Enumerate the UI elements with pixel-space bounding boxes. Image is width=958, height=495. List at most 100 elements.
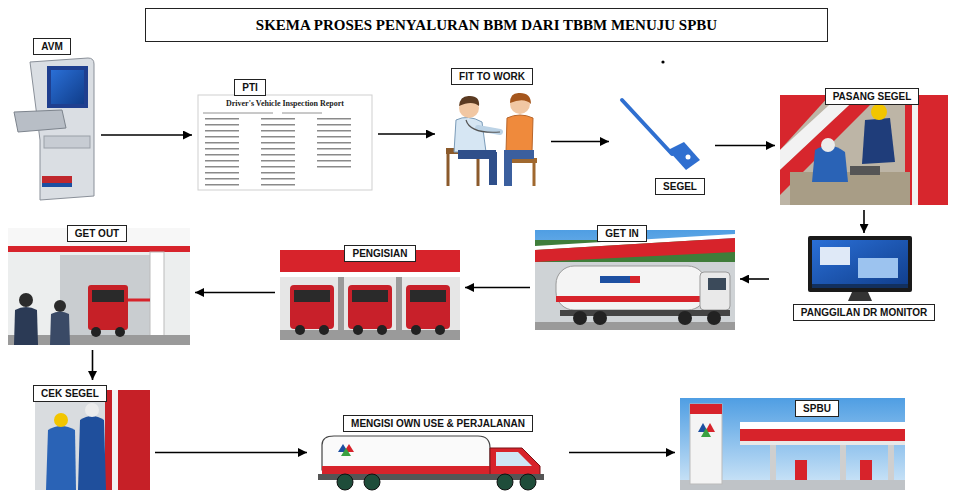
flow-arrow [101, 134, 192, 136]
fit-to-work-figure-part [466, 120, 500, 132]
monitor-part [812, 240, 908, 288]
monitor [808, 236, 912, 301]
avm-kiosk [14, 58, 94, 200]
step-label: PANGGILAN DR MONITOR [801, 306, 927, 319]
gas-station-photo [680, 398, 905, 490]
get-out-photo-part [88, 285, 128, 330]
flow-arrow [465, 287, 530, 289]
tank-truck-part [322, 466, 490, 474]
get-in-photo-part [708, 278, 726, 290]
monitor-part [858, 258, 898, 278]
step-label: PASANG SEGEL [833, 90, 912, 103]
step-label-box: GET IN [597, 225, 646, 242]
get-in-photo-part [630, 276, 640, 283]
fit-to-work-figure-part [459, 96, 479, 106]
get-in-photo-part [600, 276, 630, 283]
step-label-box: PASANG SEGEL [825, 88, 920, 105]
step-label: AVM [41, 40, 62, 53]
get-in-photo-part [573, 311, 587, 325]
seal-install-photo-part [905, 95, 948, 205]
filling-shed-photo-part [280, 250, 460, 340]
gas-station-photo-part [795, 460, 807, 480]
seal-check-photo-part [112, 390, 118, 490]
filling-shed-photo [280, 250, 460, 340]
gas-station-photo-part [740, 429, 905, 441]
tank-truck-part [364, 474, 380, 490]
get-out-photo-part [54, 300, 66, 312]
get-out-photo-part [14, 307, 38, 345]
filling-shed-photo-part [377, 325, 387, 335]
step-label: PTI [242, 81, 258, 94]
filling-shed-photo-part [353, 325, 363, 335]
process-step: PASANG SEGEL [778, 86, 950, 207]
seal-tag-part [668, 142, 700, 170]
monitor-part [808, 236, 912, 292]
get-in-photo-part [556, 266, 706, 310]
seal-install-photo-part [850, 166, 880, 175]
fit-to-work-figure-part [510, 93, 531, 104]
flow-arrow [155, 452, 307, 454]
filling-shed-photo-part [411, 325, 421, 335]
tank-truck-part [520, 474, 536, 490]
get-in-photo [535, 230, 735, 330]
process-step: CEK SEGEL [33, 383, 152, 492]
inspection-report-part [317, 118, 351, 170]
process-step: FIT TO WORK [438, 66, 548, 190]
filling-shed-photo-part [319, 325, 329, 335]
process-step: GET OUT [6, 223, 192, 347]
seal-install-photo-part [821, 138, 835, 152]
tank-truck [318, 436, 544, 490]
seal-install-photo [780, 95, 948, 205]
gas-station-photo-part [690, 404, 722, 414]
process-step: AVM [8, 36, 98, 202]
get-in-photo-part [593, 311, 607, 325]
gas-station-photo-part [740, 441, 905, 445]
avm-kiosk-part [42, 183, 72, 187]
seal-check-photo-part [46, 426, 76, 490]
flow-arrow [195, 292, 275, 294]
step-label-box: MENGISI OWN USE & PERJALANAN [343, 415, 533, 432]
seal-check-photo [35, 390, 150, 490]
seal-tag-part [686, 155, 691, 160]
get-out-photo-part [19, 293, 33, 307]
get-out-photo-part [8, 246, 190, 252]
filling-shed-photo-part [294, 290, 330, 302]
seal-install-photo-part [790, 172, 910, 205]
gas-station-photo-part [860, 460, 872, 480]
fit-to-work-figure-part [454, 117, 486, 152]
seal-install-photo-part [912, 95, 918, 205]
filling-shed-photo-part [396, 277, 402, 332]
avm-kiosk-part [51, 70, 84, 104]
flow-arrow [569, 452, 675, 454]
get-in-photo-part [535, 262, 735, 330]
avm-kiosk-part [14, 110, 66, 132]
fit-to-work-figure-part [504, 156, 512, 186]
step-label-box: PENGISIAN [344, 245, 415, 262]
step-label: SEGEL [663, 180, 697, 193]
process-step: SPBU [678, 396, 907, 492]
process-step: MENGISI OWN USE & PERJALANAN [310, 413, 566, 492]
process-step: PENGISIAN [278, 243, 462, 342]
get-in-photo-part [535, 230, 735, 330]
filling-shed-photo-part [280, 330, 460, 340]
flow-arrow [863, 210, 865, 233]
filling-shed-photo-part [410, 290, 446, 302]
filling-shed-photo-part [435, 325, 445, 335]
seal-check-photo-part [105, 390, 150, 490]
filling-shed-photo-part [352, 290, 388, 302]
step-label: PENGISIAN [352, 247, 407, 260]
get-in-photo-part [700, 272, 730, 310]
avm-kiosk-part [44, 136, 90, 148]
step-label: SPBU [803, 402, 831, 415]
tank-truck-part [496, 452, 532, 466]
step-label: CEK SEGEL [41, 387, 99, 400]
filling-shed-photo-part [290, 285, 334, 329]
step-label: GET OUT [75, 227, 119, 240]
inspection-report-part [261, 118, 295, 188]
tank-truck-part [341, 448, 351, 456]
filling-shed-photo-part [280, 272, 460, 277]
seal-check-photo-part [85, 403, 99, 417]
seal-tag [622, 100, 700, 170]
get-out-photo-part [150, 252, 164, 345]
